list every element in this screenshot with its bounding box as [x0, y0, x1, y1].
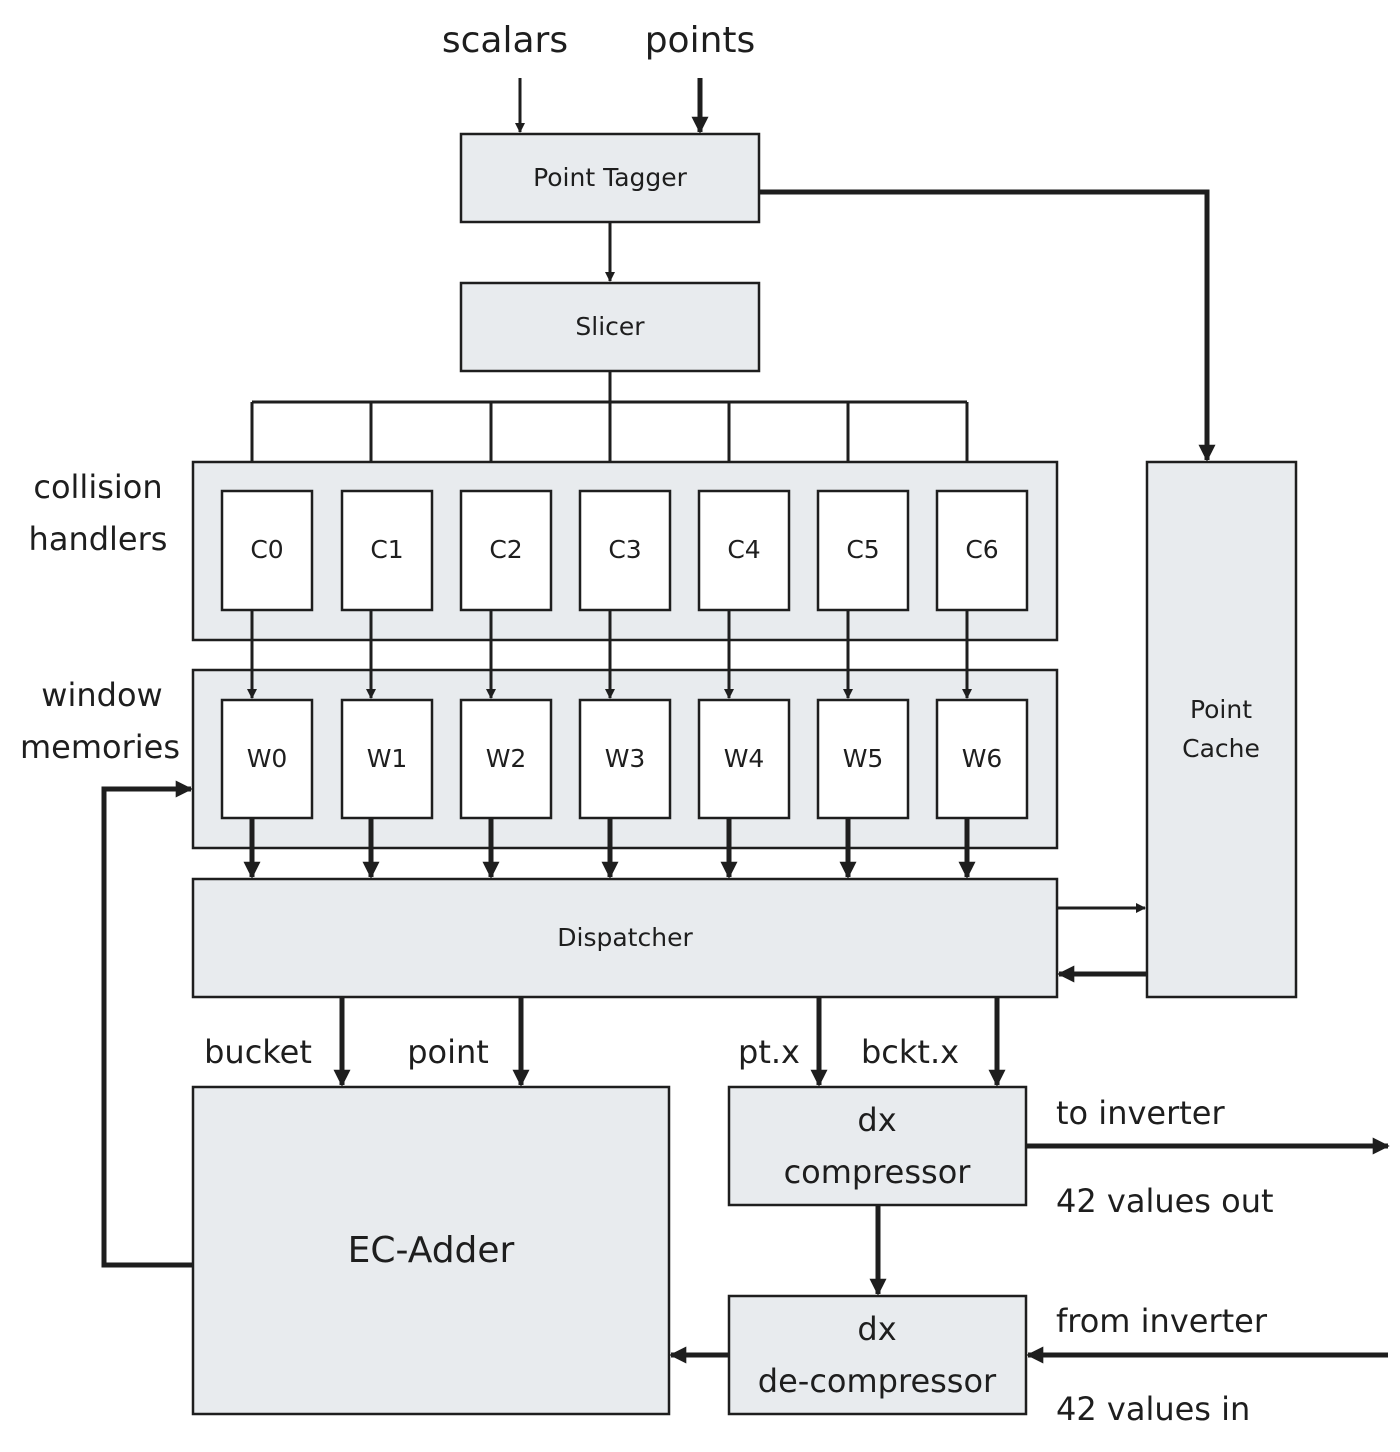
window-memory-w6: W6 [935, 698, 1029, 820]
window-memory-w1: W1 [340, 698, 434, 820]
collision-handlers-label-line2: handlers [29, 520, 168, 558]
window-memory-w3: W3 [578, 698, 672, 820]
window-memory-label: W2 [486, 744, 527, 773]
window-memory-label: W0 [247, 744, 288, 773]
ec-adder-block: EC-Adder [191, 1085, 671, 1416]
window-memory-w4: W4 [697, 698, 791, 820]
dx-decompressor-label-line1: dx [857, 1310, 896, 1348]
collision-handler-c3: C3 [578, 489, 672, 612]
dx-decompressor-label-line2: de-compressor [758, 1362, 997, 1400]
bucket-label: bucket [204, 1033, 312, 1071]
window-memories-label-line1: window [41, 676, 162, 714]
window-memory-w2: W2 [459, 698, 553, 820]
collision-handler-c6: C6 [935, 489, 1029, 612]
dx-compressor-label-line2: compressor [784, 1153, 972, 1191]
point-tagger-block: Point Tagger [459, 132, 761, 224]
collision-handler-label: C0 [250, 535, 283, 564]
scalars-label: scalars [442, 20, 568, 61]
collision-handlers-label-line1: collision [33, 468, 162, 506]
ec-adder-feedback-arrow [101, 780, 193, 1268]
window-memory-label: W4 [724, 744, 765, 773]
points-label: points [645, 20, 756, 61]
collision-handler-c2: C2 [459, 489, 553, 612]
collision-handler-c4: C4 [697, 489, 791, 612]
collision-handler-label: C1 [370, 535, 403, 564]
point-cache-block: Point Cache [1145, 460, 1298, 999]
bckt-x-label: bckt.x [861, 1033, 959, 1071]
ec-adder-label: EC-Adder [348, 1230, 515, 1271]
window-memory-label: W6 [962, 744, 1003, 773]
point-cache-label-line2: Cache [1182, 734, 1260, 763]
window-memories-label-line2: memories [20, 728, 180, 766]
to-inverter-label: to inverter [1056, 1094, 1225, 1132]
window-memory-label: W3 [605, 744, 646, 773]
values-out-label: 42 values out [1056, 1182, 1274, 1220]
collision-handler-c1: C1 [340, 489, 434, 612]
collision-handler-label: C2 [489, 535, 522, 564]
dispatcher-block: Dispatcher [191, 877, 1059, 999]
collision-handler-c5: C5 [816, 489, 910, 612]
slicer-block: Slicer [459, 281, 761, 373]
collision-handler-label: C3 [608, 535, 641, 564]
dx-compressor-block: dx compressor [727, 1085, 1028, 1207]
dispatcher-label: Dispatcher [557, 923, 693, 952]
tagger-to-cache-arrow [759, 189, 1216, 462]
window-memory-label: W5 [843, 744, 884, 773]
collision-handler-label: C6 [965, 535, 998, 564]
slicer-label: Slicer [575, 312, 645, 341]
point-label: point [407, 1033, 489, 1071]
dx-compressor-label-line1: dx [857, 1101, 896, 1139]
pt-x-label: pt.x [738, 1033, 800, 1071]
collision-handler-label: C5 [846, 535, 879, 564]
collision-handler-label: C4 [727, 535, 760, 564]
window-memory-w5: W5 [816, 698, 910, 820]
window-memory-label: W1 [367, 744, 408, 773]
point-cache-label-line1: Point [1190, 695, 1252, 724]
window-memory-w0: W0 [220, 698, 314, 820]
from-inverter-label: from inverter [1056, 1302, 1268, 1340]
values-in-label: 42 values in [1056, 1390, 1250, 1428]
dx-decompressor-block: dx de-compressor [727, 1294, 1028, 1416]
collision-handler-c0: C0 [220, 489, 314, 612]
point-tagger-label: Point Tagger [533, 163, 688, 192]
